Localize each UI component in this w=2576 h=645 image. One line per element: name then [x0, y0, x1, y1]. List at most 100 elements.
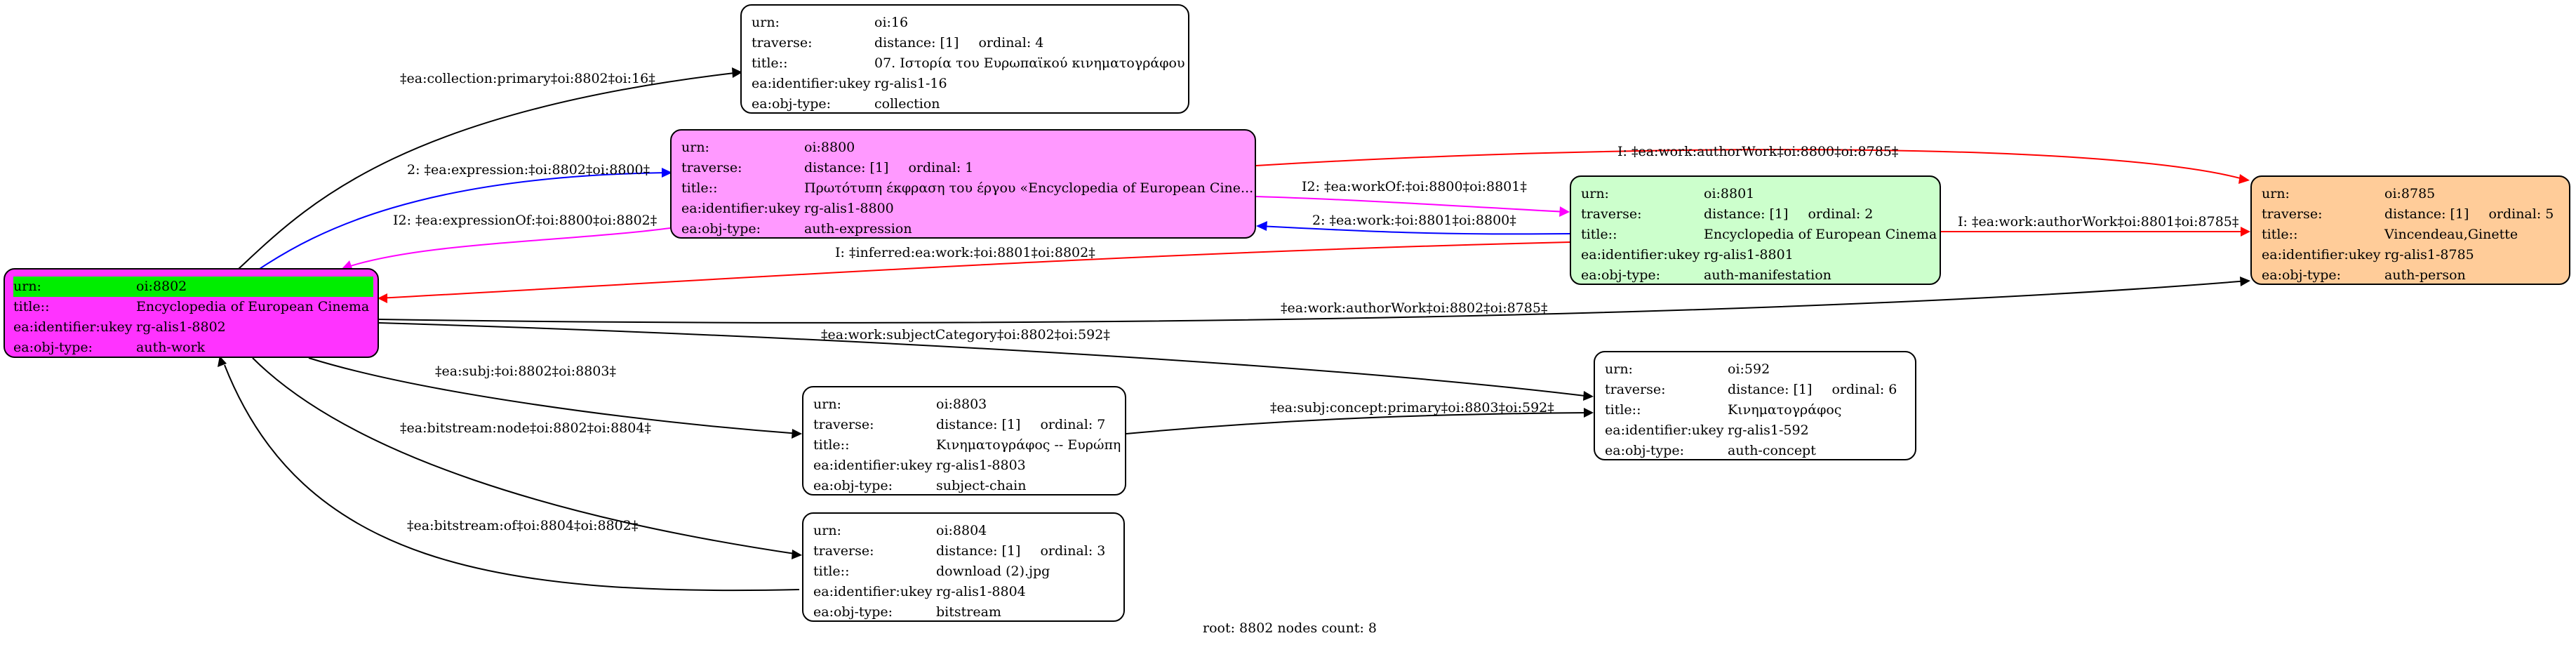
- field-label: ea:identifier:ukey: [813, 584, 933, 599]
- field-label: ea:identifier:ukey: [752, 76, 871, 91]
- ukey-value: rg-alis1-8785: [2384, 247, 2474, 262]
- type-value: auth-person: [2384, 267, 2466, 283]
- distance-value: distance: [1]: [1704, 206, 1789, 222]
- edge-label: 2: ‡ea:work:‡oi:8801‡oi:8800‡: [1312, 213, 1516, 228]
- ordinal-value: ordinal: 1: [908, 160, 974, 175]
- edge-bitstream-node: [252, 357, 800, 555]
- edge-arrowhead: [662, 168, 672, 178]
- title-value: Encyclopedia of European Cinema: [136, 299, 370, 314]
- edge-arrowhead: [378, 293, 387, 303]
- edge-arrowhead: [1584, 408, 1594, 418]
- edge-label: ‡ea:subj:‡oi:8802‡oi:8803‡: [435, 364, 616, 379]
- type-value: auth-manifestation: [1704, 267, 1831, 283]
- distance-value: distance: [1]: [936, 417, 1021, 432]
- ukey-value: rg-alis1-8802: [136, 319, 226, 335]
- field-label: traverse:: [813, 543, 874, 559]
- node-oi-592[interactable]: urn:oi:592 traverse:distance: [1]ordinal…: [1594, 351, 1916, 460]
- edge-arrowhead: [1559, 206, 1570, 217]
- edge-label: ‡ea:work:subjectCategory‡oi:8802‡oi:592‡: [821, 327, 1110, 343]
- field-label: ea:identifier:ukey: [1581, 247, 1700, 262]
- field-label: urn:: [813, 397, 841, 412]
- field-label: urn:: [752, 15, 780, 30]
- edge-expression: [259, 172, 671, 270]
- edge-label: I: ‡ea:work:authorWork‡oi:8801‡oi:8785‡: [1958, 214, 2238, 230]
- ukey-value: rg-alis1-16: [874, 76, 947, 91]
- edge-arrowhead: [792, 550, 802, 559]
- type-value: bitstream: [936, 604, 1001, 620]
- distance-value: distance: [1]: [1728, 382, 1813, 397]
- title-value: 07. Ιστορία του Ευρωπαϊκού κινηματογράφο…: [874, 55, 1185, 71]
- title-value: Vincendeau,Ginette: [2384, 227, 2518, 242]
- ordinal-value: ordinal: 7: [1040, 417, 1106, 432]
- edge-arrowhead: [2238, 174, 2250, 184]
- edge-label: 2: ‡ea:expression:‡oi:8802‡oi:8800‡: [407, 162, 650, 178]
- field-label: ea:obj-type:: [813, 604, 893, 620]
- field-label: urn:: [1581, 186, 1609, 201]
- distance-value: distance: [1]: [874, 35, 959, 51]
- edge-label: ‡ea:subj:concept:primary‡oi:8803‡oi:592‡: [1270, 400, 1554, 415]
- node-oi-8801[interactable]: urn:oi:8801 traverse:distance: [1]ordina…: [1570, 175, 1941, 285]
- field-label: title::: [813, 437, 850, 453]
- distance-value: distance: [1]: [936, 543, 1021, 559]
- field-label: title::: [681, 180, 718, 196]
- node-oi-8804[interactable]: urn: oi:8804 traverse: distance: [1] ordina…: [802, 512, 1125, 622]
- ukey-value: rg-alis1-8800: [804, 201, 894, 216]
- field-label: ea:obj-type:: [1605, 443, 1685, 458]
- node-oi-8785[interactable]: urn:oi:8785 traverse:distance: [1]ordina…: [2250, 175, 2570, 285]
- field-label: title::: [813, 564, 850, 579]
- urn-value: oi:8800: [804, 140, 855, 155]
- node-oi-8802-root[interactable]: urn:oi:8802 title::Encyclopedia of Europ…: [4, 268, 379, 358]
- ordinal-value: ordinal: 2: [1808, 206, 1874, 222]
- type-value: auth-work: [136, 340, 206, 355]
- ordinal-value: ordinal: 5: [2488, 206, 2554, 222]
- title-value: Κινηματογράφος: [1728, 402, 1842, 418]
- edge-arrowhead: [2241, 227, 2250, 237]
- urn-value: oi:8785: [2384, 186, 2436, 201]
- type-value: auth-concept: [1728, 443, 1816, 458]
- edge-arrowhead: [2240, 277, 2250, 286]
- node-oi-16[interactable]: urn:oi:16 traverse:distance: [1]ordinal:…: [740, 4, 1189, 114]
- ordinal-value: ordinal: 4: [978, 35, 1044, 51]
- distance-value: distance: [1]: [804, 160, 889, 175]
- urn-value: oi:8804: [936, 523, 987, 538]
- edge-arrowhead: [1583, 391, 1594, 401]
- field-label: urn:: [813, 523, 841, 538]
- field-label: ea:identifier:ukey: [813, 458, 933, 473]
- field-label: urn:: [681, 140, 709, 155]
- ordinal-value: ordinal: 3: [1040, 543, 1106, 559]
- distance-value: distance: [1]: [2384, 206, 2469, 222]
- type-value: subject-chain: [936, 478, 1027, 493]
- edge-label: ‡ea:collection:primary‡oi:8802‡oi:16‡: [400, 71, 655, 86]
- urn-value: oi:16: [874, 15, 909, 30]
- edge-arrowhead: [1256, 221, 1267, 231]
- edge-authorWork-8802: [378, 280, 2248, 324]
- title-value: download (2).jpg: [936, 564, 1050, 579]
- field-label: ea:obj-type:: [13, 340, 93, 355]
- edge-label: I: ‡inferred:ea:work:‡oi:8801‡oi:8802‡: [835, 245, 1095, 260]
- ukey-value: rg-alis1-592: [1728, 423, 1809, 438]
- field-label: traverse:: [681, 160, 742, 175]
- edge-label: ‡ea:work:authorWork‡oi:8802‡oi:8785‡: [1281, 300, 1547, 316]
- field-label: urn:: [1605, 361, 1633, 377]
- field-label: ea:obj-type:: [681, 221, 761, 237]
- field-label: title::: [2262, 227, 2298, 242]
- field-label: ea:obj-type:: [2262, 267, 2342, 283]
- edge-inferred-work: [378, 241, 1570, 299]
- edge-bitstream-of: [224, 364, 800, 592]
- ukey-value: rg-alis1-8803: [936, 458, 1026, 473]
- field-label: ea:identifier:ukey: [2262, 247, 2381, 262]
- field-label: title::: [1605, 402, 1641, 418]
- node-oi-8800[interactable]: urn: oi:8800 traverse: distance: [1] ordina…: [670, 129, 1256, 239]
- ordinal-value: ordinal: 6: [1831, 382, 1897, 397]
- edge-subjectCategory: [378, 322, 1591, 397]
- graph-footer: root: 8802 nodes count: 8: [1203, 620, 1377, 636]
- title-value: Κινηματογράφος -- Ευρώπη: [936, 437, 1121, 453]
- field-label: ea:obj-type:: [813, 478, 893, 493]
- edge-arrowhead: [341, 260, 353, 270]
- edge-label: ‡ea:bitstream:node‡oi:8802‡oi:8804‡: [400, 420, 651, 436]
- node-oi-8803[interactable]: urn:oi:8803 traverse:distance: [1]ordina…: [802, 386, 1126, 496]
- field-label: title::: [752, 55, 788, 71]
- field-label: ea:identifier:ukey: [13, 319, 133, 335]
- edge-arrowhead: [218, 356, 227, 367]
